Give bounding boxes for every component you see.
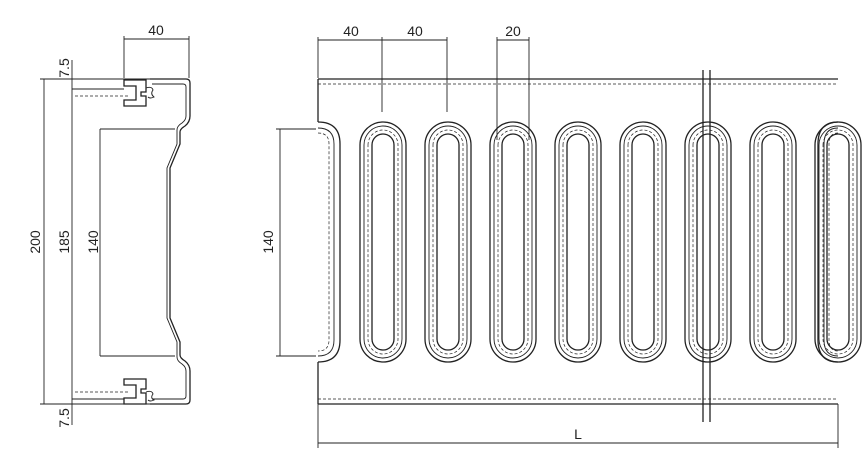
dim-label-opening-height: 140 bbox=[85, 230, 101, 254]
dim-label-top-width: 40 bbox=[148, 22, 164, 38]
half-slot-left bbox=[317, 121, 341, 363]
slot bbox=[424, 121, 472, 363]
dim-pitch: 40 40 bbox=[317, 23, 448, 112]
dim-label-pitch-1: 40 bbox=[343, 23, 359, 39]
slot bbox=[554, 121, 602, 363]
dim-slot-length: 140 bbox=[260, 128, 316, 357]
dim-length: L bbox=[317, 404, 839, 448]
slot bbox=[814, 121, 862, 363]
slot bbox=[359, 121, 407, 363]
break-lines bbox=[702, 70, 711, 422]
dim-label-length: L bbox=[574, 426, 582, 442]
side-section-view: 40 7.5 7.5 200 185 140 bbox=[27, 22, 191, 428]
dim-label-pitch-2: 40 bbox=[407, 23, 423, 39]
top-clip-detail bbox=[72, 79, 155, 107]
dim-slot-width: 20 bbox=[496, 23, 530, 140]
half-slot-right bbox=[817, 121, 839, 363]
dim-label-inner-height: 185 bbox=[56, 230, 72, 254]
dim-label-slot-length: 140 bbox=[260, 230, 276, 254]
channel-profile bbox=[150, 78, 191, 405]
bottom-clip-detail bbox=[72, 378, 156, 405]
slot bbox=[489, 121, 537, 363]
slot bbox=[619, 121, 667, 363]
dim-verticals bbox=[40, 60, 175, 425]
dim-label-lip-bottom: 7.5 bbox=[56, 408, 72, 428]
dim-label-slot-width: 20 bbox=[505, 23, 521, 39]
channel-inner-profile bbox=[152, 83, 187, 400]
plan-view: 40 40 20 140 L bbox=[260, 23, 862, 448]
dim-top-width: 40 bbox=[123, 22, 190, 78]
dim-label-lip-top: 7.5 bbox=[56, 58, 72, 78]
dim-label-total-height: 200 bbox=[27, 230, 43, 254]
slot bbox=[749, 121, 797, 363]
slot-group bbox=[359, 121, 862, 363]
slot bbox=[684, 121, 732, 363]
